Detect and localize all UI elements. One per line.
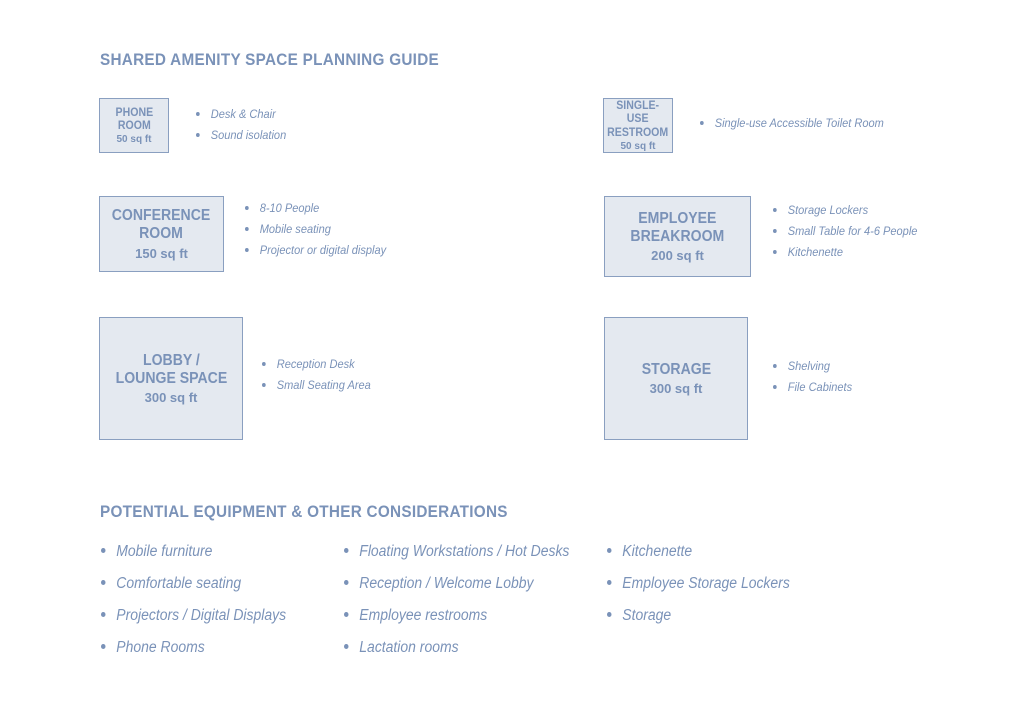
page-title: SHARED AMENITY SPACE PLANNING GUIDE [100,50,440,69]
conference-room-name: CONFERENCE ROOM [112,207,211,242]
bullet-icon [196,132,200,137]
bullet-icon [344,580,349,586]
equipment-column-2: Floating Workstations / Hot Desks Recept… [344,536,594,664]
bullet-icon [101,580,106,586]
phone-room-name: PHONE ROOM [115,104,153,132]
storage-features: Shelving File Cabinets [773,356,859,398]
list-item: Kitchenette [773,242,917,263]
phone-room-features: Desk & Chair Sound isolation [196,104,294,146]
list-item: Small Seating Area [262,375,371,396]
breakroom-size: 200 sq ft [651,248,704,264]
restroom-size: 50 sq ft [620,141,656,153]
list-item: Mobile seating [245,219,386,240]
list-item: Comfortable seating [101,568,286,600]
bullet-icon [607,580,612,586]
bullet-icon [773,249,777,254]
list-item: Small Table for 4-6 People [773,221,917,242]
storage-box: STORAGE 300 sq ft [604,317,748,440]
storage-size: 300 sq ft [649,381,703,397]
bullet-icon [262,361,266,366]
lobby-name: LOBBY / LOUNGE SPACE [115,351,227,387]
breakroom-box: EMPLOYEE BREAKROOM 200 sq ft [604,196,751,277]
bullet-icon [773,207,777,212]
bullet-icon [773,384,777,389]
storage-name: STORAGE [641,360,711,378]
list-item: Kitchenette [607,536,790,568]
restroom-box: SINGLE-USE RESTROOM 50 sq ft [603,98,673,153]
list-item: Mobile furniture [101,536,286,568]
phone-room-box: PHONE ROOM 50 sq ft [99,98,169,153]
lobby-box: LOBBY / LOUNGE SPACE 300 sq ft [99,317,243,440]
list-item: Employee Storage Lockers [607,568,790,600]
bullet-icon [773,363,777,368]
bullet-icon [607,612,612,618]
list-item: Single-use Accessible Toilet Room [700,113,884,134]
bullet-icon [344,548,349,554]
bullet-icon [773,228,777,233]
lobby-features: Reception Desk Small Seating Area [262,354,380,396]
conference-room-size: 150 sq ft [135,245,188,261]
breakroom-features: Storage Lockers Small Table for 4-6 Peop… [773,200,930,263]
bullet-icon [245,247,249,252]
list-item: Employee restrooms [344,600,569,632]
bullet-icon [245,226,249,231]
lobby-size: 300 sq ft [144,390,198,406]
list-item: Storage Lockers [773,200,917,221]
list-item: Phone Rooms [101,632,286,664]
bullet-icon [245,205,249,210]
list-item: Shelving [773,356,852,377]
list-item: Reception / Welcome Lobby [344,568,569,600]
list-item: Reception Desk [262,354,371,375]
equipment-column-1: Mobile furniture Comfortable seating Pro… [101,536,307,664]
bullet-icon [196,111,200,116]
list-item: 8-10 People [245,198,386,219]
bullet-icon [262,382,266,387]
list-item: Desk & Chair [196,104,286,125]
bullet-icon [101,612,106,618]
conference-room-box: CONFERENCE ROOM 150 sq ft [99,196,224,272]
bullet-icon [101,548,106,554]
bullet-icon [700,120,704,125]
list-item: Projector or digital display [245,240,386,261]
breakroom-name: EMPLOYEE BREAKROOM [630,209,725,245]
list-item: Storage [607,600,790,632]
list-item: Projectors / Digital Displays [101,600,286,632]
conference-room-features: 8-10 People Mobile seating Projector or … [245,198,398,261]
phone-room-size: 50 sq ft [116,134,152,146]
bullet-icon [607,548,612,554]
bullet-icon [344,644,349,650]
restroom-features: Single-use Accessible Toilet Room [700,113,900,134]
bullet-icon [101,644,106,650]
restroom-name: SINGLE-USE RESTROOM [607,97,669,139]
equipment-heading: POTENTIAL EQUIPMENT & OTHER CONSIDERATIO… [100,502,508,521]
equipment-column-3: Kitchenette Employee Storage Lockers Sto… [607,536,810,632]
list-item: Sound isolation [196,125,286,146]
bullet-icon [344,612,349,618]
list-item: Lactation rooms [344,632,569,664]
list-item: File Cabinets [773,377,852,398]
list-item: Floating Workstations / Hot Desks [344,536,569,568]
